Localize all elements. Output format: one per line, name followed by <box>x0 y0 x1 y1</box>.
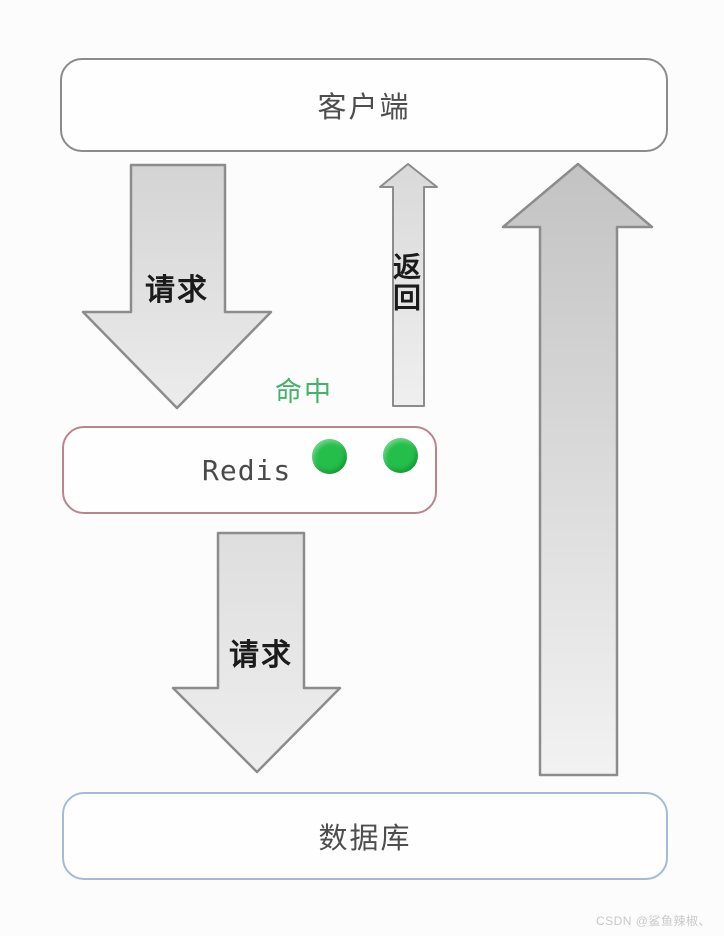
redis-node: Redis <box>62 426 437 514</box>
database-node-label: 数据库 <box>318 823 412 855</box>
return-arrow-label: 返回 <box>390 252 421 314</box>
arrow-return-database-to-client <box>501 162 654 777</box>
redis-node-label: Redis <box>202 454 292 487</box>
arrow-request-redis-to-database <box>171 531 342 774</box>
cache-hit-annotation: 命中 <box>275 377 333 407</box>
client-node-label: 客户端 <box>317 92 411 124</box>
request-arrow-label-top: 请求 <box>145 274 209 307</box>
csdn-watermark: CSDN @鲨鱼辣椒、 <box>595 914 711 928</box>
arrow-return-redis-to-client <box>379 163 438 407</box>
database-node: 数据库 <box>62 792 668 880</box>
request-arrow-label-bottom: 请求 <box>229 639 293 672</box>
redis-status-dot <box>312 439 347 474</box>
redis-status-dot <box>383 438 418 473</box>
client-node: 客户端 <box>60 58 668 152</box>
arrow-request-client-to-redis <box>81 163 273 410</box>
